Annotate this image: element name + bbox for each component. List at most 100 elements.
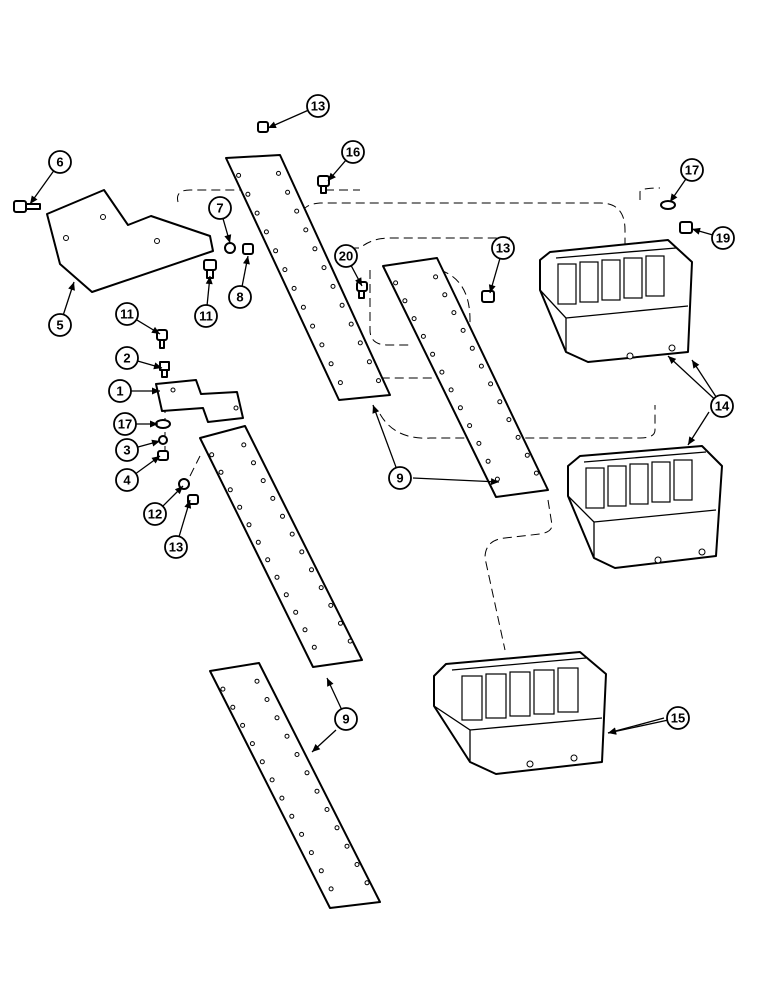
strip-hole (311, 644, 317, 650)
plate-1 (155, 379, 244, 423)
callout-c-17-right: 17 (680, 158, 704, 182)
callout-circle (334, 707, 358, 731)
strip-hole (293, 609, 299, 615)
strip-hole (344, 843, 350, 849)
strip-hole (264, 697, 270, 702)
strip-hole (439, 369, 445, 375)
strip-hole (354, 862, 360, 867)
strip-hole (476, 440, 482, 446)
arrowhead (355, 277, 362, 286)
arrowhead (328, 172, 336, 181)
arrowhead (205, 276, 213, 285)
strip-hole (273, 248, 279, 254)
callout-c-13-mid: 13 (491, 236, 515, 260)
strip-hole (276, 170, 281, 176)
strip-hole (299, 549, 305, 555)
callout-c-14: 14 (710, 394, 734, 418)
callout-c-4: 4 (115, 468, 139, 492)
callout-circle (491, 236, 515, 260)
callout-circle (388, 466, 412, 490)
arrowhead (174, 486, 183, 495)
strip-hole (460, 327, 466, 333)
strip-hole (309, 567, 314, 573)
callout-number: 13 (311, 99, 325, 114)
strip-hole (246, 522, 252, 528)
callout-number: 6 (56, 155, 63, 170)
strip-hole (240, 722, 246, 728)
callout-circle (711, 226, 735, 250)
strip-hole (357, 340, 363, 346)
arrowhead (312, 744, 321, 752)
callout-number: 13 (496, 241, 510, 256)
callout-c-6: 6 (48, 150, 72, 174)
callout-c-2: 2 (115, 346, 139, 370)
strip-hole (308, 850, 314, 856)
strip-hole (442, 292, 448, 298)
callout-number: 2 (123, 351, 130, 366)
strip-hole (289, 531, 295, 537)
callout-circle (115, 468, 139, 492)
arrowhead (151, 439, 160, 447)
strip-9-middle-holes-left (393, 280, 500, 482)
callout-number: 16 (346, 145, 360, 160)
strip-hole (324, 807, 330, 812)
strip-9-lower-holes-right (241, 442, 353, 644)
strip-9-top-holes-left (236, 172, 343, 386)
strip-hole (254, 210, 260, 216)
arrowhead (152, 387, 160, 395)
callout-circle (194, 304, 218, 328)
strip-hole (319, 342, 325, 348)
strip-hole (310, 323, 316, 329)
callout-c-11-bolt: 11 (115, 302, 139, 326)
strip-hole (376, 378, 381, 384)
strip-hole (478, 363, 484, 369)
arrowhead (688, 436, 696, 445)
callout-c-17-left: 17 (113, 412, 137, 436)
strip-hole (254, 678, 260, 684)
strip-hole (328, 602, 334, 608)
strip-hole (284, 733, 290, 739)
strip-hole (328, 361, 334, 367)
strip-hole (299, 831, 305, 837)
callout-c-19: 19 (711, 226, 735, 250)
callout-number: 1 (116, 384, 123, 399)
strip-hole (260, 478, 266, 484)
callout-number: 12 (148, 507, 162, 522)
strip-hole (259, 759, 265, 765)
strip-hole (230, 704, 236, 710)
callout-number: 8 (236, 290, 243, 305)
hardware-misc (257, 121, 693, 303)
callout-number: 14 (715, 399, 730, 414)
callout-circle (710, 394, 734, 418)
strip-hole (291, 285, 297, 291)
callout-c-3: 3 (115, 438, 139, 462)
callout-circle (164, 535, 188, 559)
strip-hole (339, 302, 345, 308)
strip-hole (255, 539, 261, 545)
strip-hole (321, 265, 327, 271)
callout-c-7: 7 (208, 196, 232, 220)
strip-hole (245, 191, 251, 197)
strip-hole (218, 469, 224, 475)
strip-hole (280, 513, 285, 519)
callout-circle (341, 140, 365, 164)
arrowhead (608, 727, 617, 735)
hardware-7-8-11 (203, 242, 254, 279)
callout-number: 17 (118, 417, 132, 432)
arrowhead (30, 195, 38, 204)
callout-c-13-top: 13 (306, 94, 330, 118)
strip-hole (515, 434, 521, 440)
arrowhead (490, 478, 499, 486)
callout-number: 20 (339, 249, 353, 264)
strip-hole (411, 316, 417, 322)
strip-hole (220, 686, 226, 692)
callout-c-12: 12 (143, 502, 167, 526)
strip-hole (485, 458, 491, 464)
arrowhead (488, 284, 496, 293)
strip-9-bottom (209, 662, 381, 909)
callout-circle (666, 706, 690, 730)
strip-hole (314, 788, 320, 794)
strip-9-bottom-holes-right (254, 678, 370, 886)
arrow-line-a-9-mid (412, 477, 500, 483)
